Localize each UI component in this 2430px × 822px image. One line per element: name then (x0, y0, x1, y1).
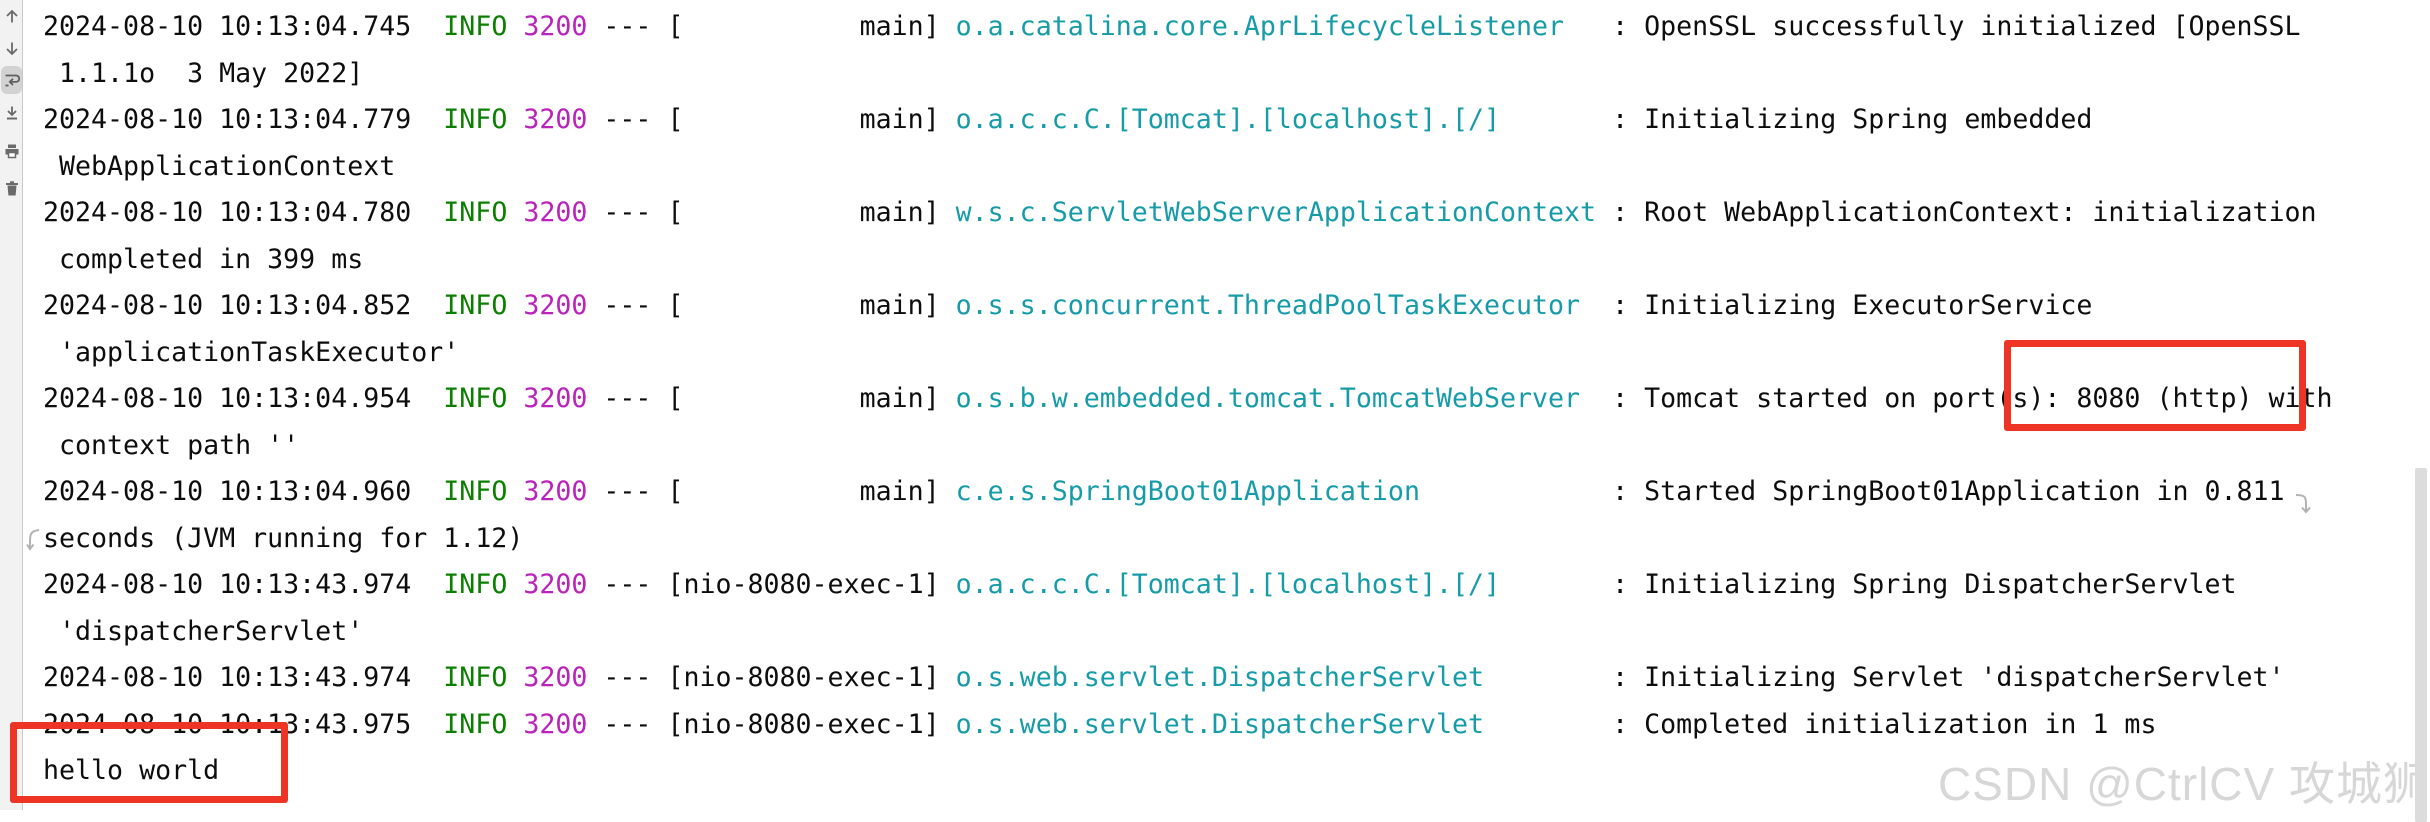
csdn-watermark: CSDN @CtrlCV 攻城狮 (1937, 758, 2430, 810)
arrow-up-icon[interactable] (3, 7, 21, 25)
annotation-box-hello-world (10, 722, 288, 803)
log-line: 2024-08-10 10:13:04.954 INFO 3200 --- [ … (43, 383, 2333, 414)
trash-icon[interactable] (3, 180, 21, 198)
log-line: 'applicationTaskExecutor' (43, 336, 460, 368)
log-line: 2024-08-10 10:13:43.975 INFO 3200 --- [n… (43, 708, 2157, 740)
soft-wrap-start-indicator (26, 528, 44, 552)
scroll-to-end-icon[interactable] (3, 104, 21, 122)
log-line: seconds (JVM running for 1.12) (43, 522, 524, 554)
log-line: 2024-08-10 10:13:04.779 INFO 3200 --- [ … (43, 104, 2093, 135)
log-output: 2024-08-10 10:13:04.745 INFO 3200 --- [ … (43, 4, 2333, 795)
vertical-scrollbar-thumb[interactable] (2415, 468, 2427, 822)
log-line: 2024-08-10 10:13:04.960 INFO 3200 --- [ … (43, 476, 2285, 507)
log-line: completed in 399 ms (43, 243, 364, 275)
log-line: 2024-08-10 10:13:43.974 INFO 3200 --- [n… (43, 569, 2237, 600)
log-line: 1.1.1o 3 May 2022] (43, 57, 364, 89)
annotation-box-port (2004, 340, 2306, 431)
log-line: 2024-08-10 10:13:04.780 INFO 3200 --- [ … (43, 197, 2317, 228)
log-line: context path '' (43, 429, 300, 461)
log-line: WebApplicationContext (43, 150, 396, 182)
log-line: 2024-08-10 10:13:43.974 INFO 3200 --- [n… (43, 662, 2285, 693)
log-line: hello world (43, 755, 220, 786)
printer-icon[interactable] (3, 142, 21, 160)
soft-wrap-icon[interactable] (3, 71, 21, 89)
log-line: 2024-08-10 10:13:04.852 INFO 3200 --- [ … (43, 290, 2093, 321)
soft-wrap-end-indicator (2292, 492, 2314, 516)
log-line: 2024-08-10 10:13:04.745 INFO 3200 --- [ … (43, 11, 2301, 42)
arrow-down-icon[interactable] (3, 40, 21, 58)
console-gutter (0, 0, 23, 810)
log-line: 'dispatcherServlet' (43, 615, 364, 647)
